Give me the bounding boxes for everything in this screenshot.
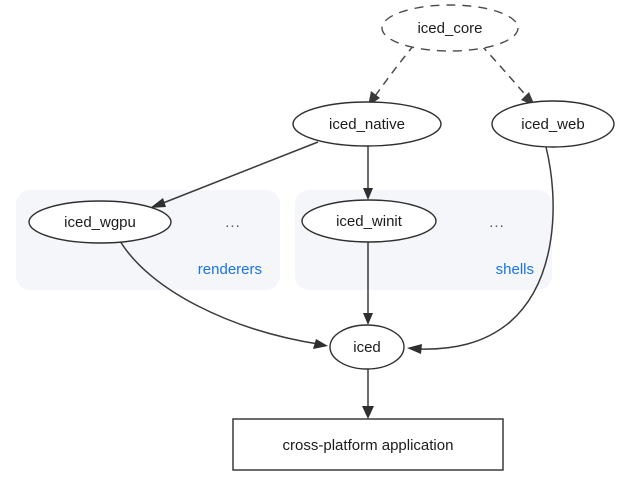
edge-core-to-web-line — [480, 44, 530, 100]
node-application-shape[interactable] — [232, 418, 504, 471]
shells-ellipsis: ... — [489, 214, 505, 231]
edge-iced-to-application — [362, 369, 374, 419]
node-iced-web[interactable]: iced_web — [491, 100, 615, 148]
node-iced-winit[interactable]: iced_winit — [301, 199, 437, 243]
edge-native-to-wgpu-arrowhead — [150, 198, 166, 208]
cluster-renderers-label: renderers — [198, 261, 262, 278]
node-iced-winit-shape[interactable] — [301, 199, 437, 243]
edge-winit-to-iced — [363, 242, 373, 325]
node-iced-wgpu-shape[interactable] — [28, 200, 172, 244]
node-iced-native-shape[interactable] — [292, 101, 442, 147]
node-application[interactable]: cross-platform application — [232, 418, 504, 471]
renderers-ellipsis: ... — [225, 214, 241, 231]
node-iced-winit-label: iced_winit — [336, 213, 403, 230]
edge-core-to-native-line — [372, 44, 415, 100]
edge-native-to-wgpu — [150, 141, 319, 208]
edge-native-to-winit-arrowhead — [363, 188, 373, 200]
cluster-shells-label: shells — [496, 261, 534, 278]
edge-iced-to-application-arrowhead — [362, 406, 374, 419]
node-iced-wgpu[interactable]: iced_wgpu — [28, 200, 172, 244]
node-iced-core[interactable]: iced_core — [381, 4, 519, 52]
edge-wgpu-to-iced — [119, 240, 328, 349]
edge-web-to-iced-arrowhead — [407, 344, 422, 354]
node-iced-core-label: iced_core — [417, 20, 482, 37]
node-iced-web-shape[interactable] — [491, 100, 615, 148]
edge-winit-to-iced-arrowhead — [363, 313, 373, 325]
node-iced-label: iced — [353, 339, 381, 356]
edge-native-to-winit — [363, 146, 373, 200]
edge-wgpu-to-iced-arrowhead — [313, 339, 328, 349]
node-iced[interactable]: iced — [329, 324, 405, 370]
node-iced-native[interactable]: iced_native — [292, 101, 442, 147]
node-iced-wgpu-label: iced_wgpu — [64, 214, 136, 231]
edge-web-to-iced-line — [417, 146, 554, 350]
edge-core-to-web — [480, 44, 535, 106]
edge-web-to-iced — [407, 146, 554, 354]
node-iced-native-label: iced_native — [329, 116, 405, 133]
edge-wgpu-to-iced-line — [119, 240, 319, 345]
edge-native-to-wgpu-line — [157, 141, 319, 206]
node-application-label: cross-platform application — [283, 437, 454, 454]
node-iced-core-shape[interactable] — [381, 4, 519, 52]
edge-core-to-native — [368, 44, 415, 106]
node-iced-shape[interactable] — [329, 324, 405, 370]
node-iced-web-label: iced_web — [521, 116, 584, 133]
